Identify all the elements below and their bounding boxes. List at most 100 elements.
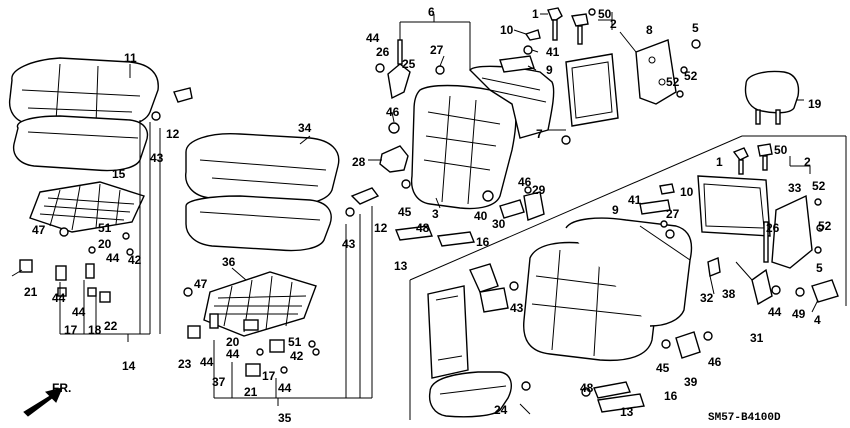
part-number-label: 48: [580, 381, 594, 395]
part-number-label: 26: [766, 221, 780, 235]
part-number-label: 13: [620, 405, 634, 419]
part-number-label: 27: [430, 43, 444, 57]
part-number-label: 45: [398, 205, 412, 219]
direction-label: FR.: [52, 381, 71, 395]
part-number-label: 4: [814, 313, 821, 327]
part-number-label: 52: [812, 179, 826, 193]
part-number-label: 41: [628, 193, 642, 207]
part-number-label: 52: [666, 75, 680, 89]
part-number-label: 6: [428, 5, 435, 19]
part-number-label: 8: [646, 23, 653, 37]
part-number-label: 44: [52, 291, 66, 305]
part-number-label: 1: [716, 155, 723, 169]
small-fasteners-middle: [183, 187, 380, 377]
part-number-label: 5: [816, 261, 823, 275]
part-number-label: 17: [64, 323, 78, 337]
part-number-label: 37: [212, 375, 226, 389]
seat-cushion-cover-11: [8, 57, 159, 129]
part-number-label: 23: [178, 357, 192, 371]
part-number-label: 44: [278, 381, 292, 395]
part-number-label: 21: [244, 385, 258, 399]
seat-cushion-pad: [12, 115, 149, 172]
part-number-label: 15: [112, 167, 126, 181]
part-number-label: 33: [788, 181, 802, 195]
seat-hinge-8: [635, 39, 701, 105]
part-number-label: 22: [104, 319, 118, 333]
part-number-label: 43: [342, 237, 356, 251]
part-number-label: 1: [532, 7, 539, 21]
part-number-label: 25: [402, 57, 416, 71]
right-lower-hardware: [581, 331, 713, 413]
part-number-label: 17: [262, 369, 276, 383]
part-number-label: 43: [510, 301, 524, 315]
part-number-label: 9: [546, 63, 553, 77]
small-fasteners-left: [19, 87, 193, 303]
part-number-label: 47: [32, 223, 46, 237]
part-number-label: 38: [722, 287, 736, 301]
side-panel: [427, 263, 519, 379]
part-number-label: 44: [366, 31, 380, 45]
part-number-label: 14: [122, 359, 136, 373]
part-number-label: 10: [500, 23, 514, 37]
armrest-24: [428, 371, 531, 418]
leader-lines: [11, 13, 819, 415]
part-number-label: 12: [166, 127, 180, 141]
part-number-label: 24: [494, 403, 508, 417]
part-number-label: 44: [72, 305, 86, 319]
seat-frame-15: [29, 181, 145, 233]
part-number-label: 39: [684, 375, 698, 389]
seat-cushion-pad-2: [185, 195, 332, 252]
part-number-label: 48: [416, 221, 430, 235]
part-number-label: 11: [124, 51, 137, 65]
part-number-label: 44: [200, 355, 214, 369]
right-group-outline: [409, 135, 847, 420]
seat-cushion-cover-34: [185, 132, 340, 206]
part-number-label: 2: [804, 155, 811, 169]
part-number-label: 46: [708, 355, 722, 369]
rear-seatback-3: [410, 84, 517, 210]
part-number-label: 44: [226, 347, 240, 361]
part-number-label: 20: [98, 237, 112, 251]
part-number-label: 28: [352, 155, 366, 169]
group-lines-6: [399, 14, 471, 70]
part-number-label: 36: [222, 255, 236, 269]
seatback-panel-7: [561, 53, 619, 145]
front-direction-arrow-icon: [23, 387, 63, 417]
part-number-label: 9: [612, 203, 619, 217]
part-number-label: 46: [518, 175, 532, 189]
part-number-label: 20: [226, 335, 240, 349]
part-number-label: 51: [98, 221, 112, 235]
rear-bench-seat: [523, 217, 693, 362]
part-number-label: 52: [684, 69, 698, 83]
part-number-label: 18: [88, 323, 102, 337]
part-number-label: 26: [376, 45, 390, 59]
part-number-label: 51: [288, 335, 302, 349]
part-number-label: 43: [150, 151, 164, 165]
part-number-label: 16: [664, 389, 678, 403]
part-number-label: 13: [394, 259, 408, 273]
part-number-label: 31: [750, 331, 764, 345]
part-number-label: 45: [656, 361, 670, 375]
part-number-label: 46: [386, 105, 400, 119]
part-number-label: 10: [680, 185, 694, 199]
part-number-label: 44: [106, 251, 120, 265]
part-number-label: 42: [290, 349, 304, 363]
part-number-label: 35: [278, 411, 292, 425]
part-number-label: 47: [194, 277, 208, 291]
part-number-label: 40: [474, 209, 488, 223]
part-number-label: 21: [24, 285, 38, 299]
part-number-label: 5: [692, 21, 699, 35]
part-number-label: 12: [374, 221, 388, 235]
headrest-19: [744, 70, 800, 125]
part-number-label: 44: [768, 305, 782, 319]
part-number-label: 41: [546, 45, 560, 59]
part-number-label: 19: [808, 97, 822, 111]
part-number-label: 32: [700, 291, 714, 305]
diagram-code: SM57-B4100D: [708, 412, 781, 424]
right-upper-hardware: [639, 143, 839, 306]
group-lines-left: [59, 120, 161, 342]
seat-frame-36: [203, 271, 317, 337]
